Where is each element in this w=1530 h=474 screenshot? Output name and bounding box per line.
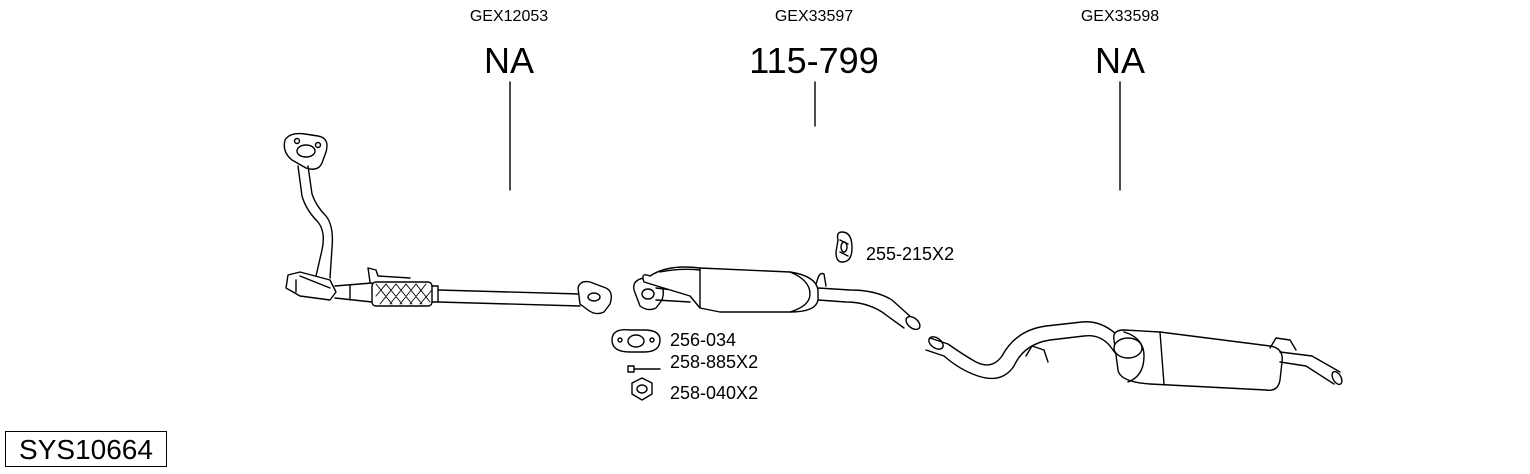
middle-silencer-drawing (633, 231, 921, 331)
section-part-middle: 115-799 (749, 40, 879, 81)
accessory-label-gasket: 256-034 (670, 330, 737, 350)
section-part-rear: NA (1094, 40, 1146, 81)
bolt-icon (627, 365, 661, 373)
gasket-icon (611, 329, 661, 353)
accessory-label-bolt: 258-885X2 (670, 352, 759, 372)
section-code-rear: GEX33598 (1080, 8, 1160, 25)
accessory-label-rubber-mount: 255-215X2 (866, 244, 955, 264)
section-code-middle: GEX33597 (774, 8, 854, 25)
section-code-front: GEX12053 (469, 8, 549, 25)
rear-silencer-drawing (925, 321, 1343, 391)
front-pipe-drawing (283, 132, 613, 315)
accessory-label-nut: 258-040X2 (670, 383, 759, 403)
system-id-box: SYS10664 (5, 431, 167, 467)
nut-icon (631, 377, 653, 401)
section-part-front: NA (483, 40, 535, 81)
